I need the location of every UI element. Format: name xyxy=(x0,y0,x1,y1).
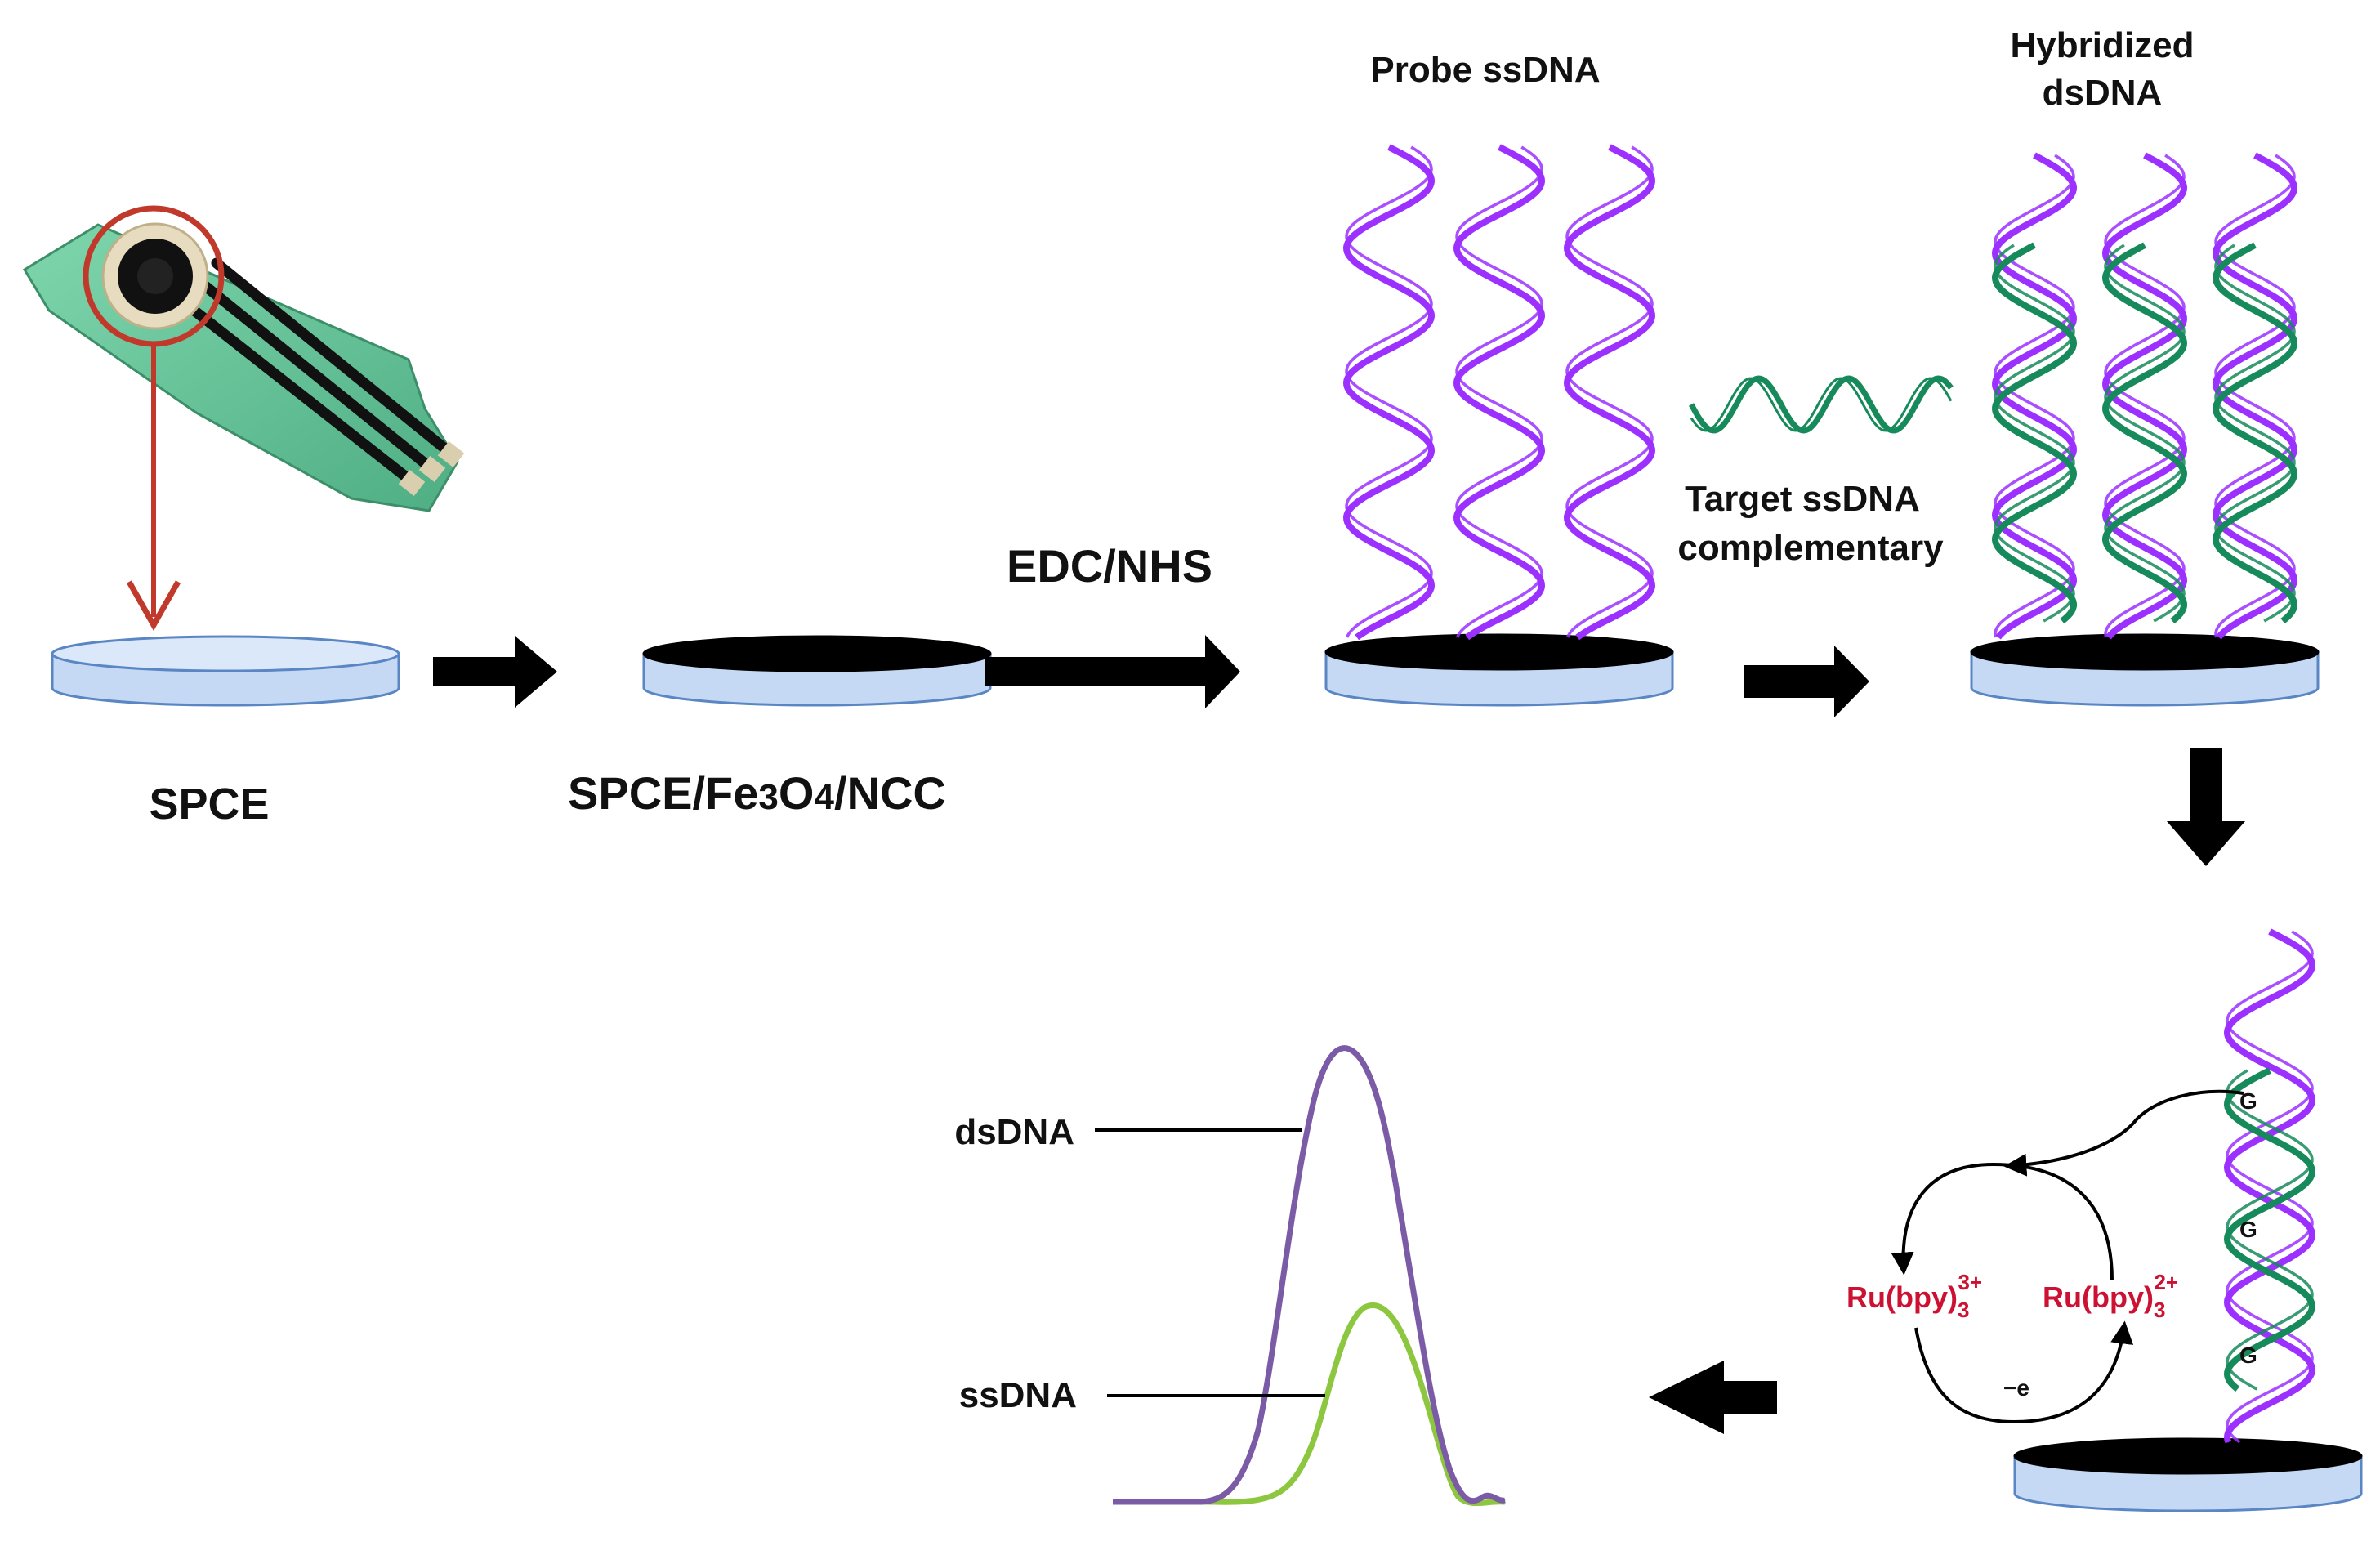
hybrid-probe-strand-1 xyxy=(1991,152,2078,640)
sensor-tracks xyxy=(178,257,457,488)
electrode-probe xyxy=(1324,633,1674,707)
arrow-step-2 xyxy=(985,635,1240,708)
label-spce-fe3o4-ncc: SPCE/Fe3O4/NCC xyxy=(568,767,946,819)
probe-strand-3 xyxy=(1563,144,1656,641)
redox-arc-bottom xyxy=(1914,1320,2134,1424)
label-spce: SPCE xyxy=(149,780,269,829)
probe-strand-2 xyxy=(1453,144,1546,641)
hybrid-probe-strand-2 xyxy=(2101,152,2188,640)
guanine-label-3: G xyxy=(2239,1343,2257,1368)
label-target-line2: complementary xyxy=(1677,528,1944,568)
electrode-hybridized xyxy=(1970,633,2320,707)
redox-arc-top xyxy=(1891,1162,2114,1281)
spce-sensor-image xyxy=(22,205,465,632)
arrow-step-3 xyxy=(1744,646,1869,717)
label-peak-ssdna: ssDNA xyxy=(959,1375,1077,1415)
guanine-electron-path xyxy=(2003,1089,2244,1177)
label-edc-nhs: EDC/NHS xyxy=(1007,540,1212,592)
guanine-label-1: G xyxy=(2239,1088,2257,1114)
probe-strand-1 xyxy=(1342,144,1436,641)
guanine-label-2: G xyxy=(2239,1217,2257,1242)
detection-probe-strand xyxy=(2223,928,2316,1444)
hybrid-target-strand-3 xyxy=(2212,242,2298,624)
electrode-modified xyxy=(642,635,992,707)
electrode-detection xyxy=(2013,1437,2363,1512)
detection-target-strand xyxy=(2223,1067,2316,1392)
label-target-line1: Target ssDNA xyxy=(1685,479,1920,519)
target-ssdna-strand xyxy=(1688,375,1954,434)
process-arrows xyxy=(433,635,2245,1434)
ru-bpy-3plus: Ru(bpy)33+ xyxy=(1846,1270,1982,1322)
sensor-contacts xyxy=(398,440,465,497)
label-hybridized-line2: dsDNA xyxy=(2043,73,2163,113)
hybrid-probe-strand-3 xyxy=(2212,152,2298,640)
arrow-step-5-left xyxy=(1649,1361,1777,1434)
hybrid-target-strand-1 xyxy=(1991,242,2078,624)
curve-dsdna xyxy=(1113,1045,1506,1505)
electrodes xyxy=(51,633,2363,1512)
guanine-markers: G G G xyxy=(2239,1088,2257,1368)
voltammogram: dsDNA ssDNA xyxy=(954,1045,1506,1507)
arrow-step-1 xyxy=(433,636,557,708)
redox-cycle: Ru(bpy)33+ Ru(bpy)32+ −e xyxy=(1846,1089,2244,1424)
label-hybridized-line1: Hybridized xyxy=(2011,25,2195,65)
arrow-step-4-down xyxy=(2167,748,2245,866)
label-probe-ssdna: Probe ssDNA xyxy=(1370,50,1600,90)
dna-strands xyxy=(1342,144,2316,1444)
ru-bpy-2plus: Ru(bpy)32+ xyxy=(2043,1270,2178,1322)
electrode-bare xyxy=(51,635,400,707)
hybrid-target-strand-2 xyxy=(2101,242,2188,624)
curve-ssdna xyxy=(1113,1302,1506,1507)
sensor-pointer-head xyxy=(126,580,181,632)
electron-label: −e xyxy=(2003,1375,2029,1401)
label-peak-dsdna: dsDNA xyxy=(954,1112,1074,1152)
